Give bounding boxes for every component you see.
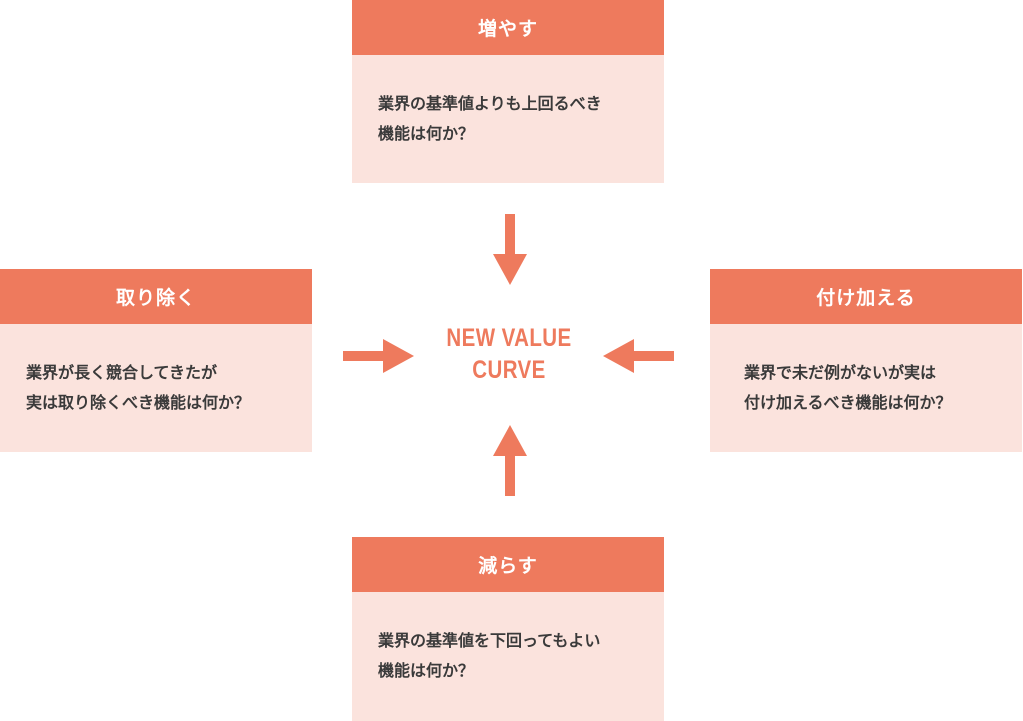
center-label-line1: NEW VALUE [446,324,572,352]
box-create: 付け加える 業界で未だ例がないが実は 付け加えるべき機能は何か？ [710,269,1022,452]
box-increase: 増やす 業界の基準値よりも上回るべき 機能は何か？ [352,0,664,183]
arrow-up-icon [493,425,527,496]
box-reduce: 減らす 業界の基準値を下回ってもよい 機能は何か？ [352,537,664,721]
box-eliminate-title: 取り除く [0,269,312,324]
box-eliminate-body: 業界が長く競合してきたが 実は取り除くべき機能は何か？ [26,363,251,412]
arrow-left-icon [603,339,674,373]
center-label-line2: CURVE [472,356,546,384]
arrow-down-icon [493,214,527,285]
arrow-right-icon [343,339,414,373]
box-eliminate: 取り除く 業界が長く競合してきたが 実は取り除くべき機能は何か？ [0,269,312,452]
box-increase-body: 業界の基準値よりも上回るべき 機能は何か？ [378,94,602,143]
box-create-body: 業界で未だ例がないが実は 付け加えるべき機能は何か？ [744,363,952,412]
box-reduce-title: 減らす [352,537,664,592]
box-increase-title: 増やす [352,0,664,55]
box-create-title: 付け加える [710,269,1022,324]
box-reduce-body: 業界の基準値を下回ってもよい 機能は何か？ [378,631,601,680]
center-label: NEW VALUE CURVE [427,322,591,386]
